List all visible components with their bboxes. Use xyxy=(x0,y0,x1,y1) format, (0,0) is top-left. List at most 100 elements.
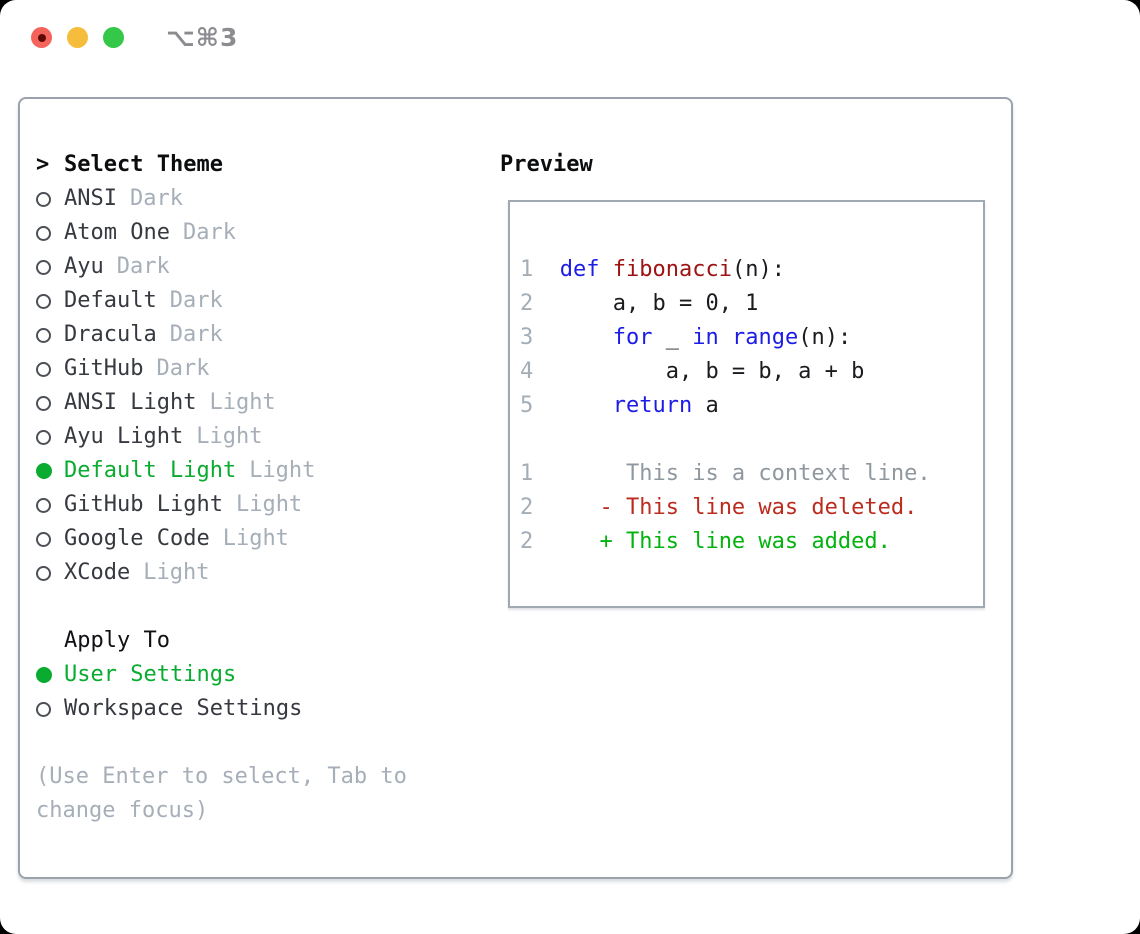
diff-line-added: 2 + This line was added. xyxy=(520,525,983,559)
theme-option-ayu-light[interactable]: Ayu Light Light xyxy=(36,420,486,454)
theme-variant-tag: Dark xyxy=(182,220,236,245)
code-token: def xyxy=(559,257,600,282)
theme-variant-tag: Dark xyxy=(156,356,210,381)
theme-option-ayu[interactable]: Ayu Dark xyxy=(36,250,486,284)
theme-variant-tag: Light xyxy=(222,526,289,551)
line-number: 2 xyxy=(520,291,534,316)
theme-option-label: Default Light xyxy=(64,458,237,483)
theme-option-label: Ayu xyxy=(64,254,104,279)
theme-variant-tag: Light xyxy=(235,492,303,517)
code-token: in xyxy=(692,325,719,350)
prompt-caret-icon: > xyxy=(36,152,50,177)
theme-option-atom-one[interactable]: Atom One Dark xyxy=(36,216,486,250)
theme-variant-tag: Light xyxy=(209,390,276,415)
diff-line-context: 1 This is a context line. xyxy=(520,457,983,491)
line-number: 2 xyxy=(520,495,534,520)
diff-preview: 1 This is a context line.2 - This line w… xyxy=(520,457,983,559)
radio-icon xyxy=(36,701,51,717)
theme-option-default[interactable]: Default Dark xyxy=(36,284,486,318)
radio-icon xyxy=(36,259,51,275)
code-token xyxy=(560,325,613,350)
line-number: 4 xyxy=(520,359,534,384)
radio-selected-icon xyxy=(36,463,52,479)
unsaved-dot-icon xyxy=(37,33,46,42)
line-number: 5 xyxy=(520,393,534,418)
code-token: return xyxy=(612,393,693,418)
spacer xyxy=(36,590,486,624)
theme-option-label: XCode xyxy=(64,560,131,585)
code-token xyxy=(719,325,732,350)
code-token: a, b = b, a + b xyxy=(559,359,865,384)
code-token xyxy=(600,257,613,282)
theme-variant-tag: Light xyxy=(196,424,263,449)
theme-variant-tag: Dark xyxy=(129,186,183,211)
apply-to-header: Apply To xyxy=(36,624,486,658)
theme-option-ansi-light[interactable]: ANSI Light Light xyxy=(36,386,486,420)
theme-variant-tag: Dark xyxy=(169,322,223,347)
radio-icon xyxy=(36,191,51,207)
code-token: (n): xyxy=(731,257,785,282)
minimize-button[interactable] xyxy=(67,27,88,48)
code-token: (n): xyxy=(798,325,852,350)
theme-option-label: Dracula xyxy=(64,322,157,347)
theme-variant-tag: Dark xyxy=(116,254,170,279)
code-line: 2 a, b = 0, 1 xyxy=(520,287,983,321)
code-line: 3 for _ in range(n): xyxy=(520,321,983,355)
apply-option-label: User Settings xyxy=(64,662,237,687)
close-button[interactable] xyxy=(31,27,52,48)
code-line: 5 return a xyxy=(520,389,983,423)
diff-text: + This line was added. xyxy=(559,529,891,554)
theme-option-label: Atom One xyxy=(64,220,170,245)
apply-option-workspace-settings[interactable]: Workspace Settings xyxy=(36,692,486,726)
radio-icon xyxy=(36,429,51,445)
theme-option-default-light[interactable]: Default Light Light xyxy=(36,454,486,488)
line-number: 3 xyxy=(520,325,534,350)
code-token: fibonacci xyxy=(612,257,732,282)
zoom-button[interactable] xyxy=(103,27,124,48)
theme-option-github[interactable]: GitHub Dark xyxy=(36,352,486,386)
code-token: _ xyxy=(652,325,693,350)
apply-to-title: Apply To xyxy=(64,628,170,653)
line-number: 2 xyxy=(520,529,534,554)
theme-variant-tag: Dark xyxy=(169,288,223,313)
apply-option-user-settings[interactable]: User Settings xyxy=(36,658,486,692)
radio-icon xyxy=(36,225,51,241)
theme-option-label: ANSI xyxy=(64,186,117,211)
code-token: for xyxy=(612,325,653,350)
theme-option-label: GitHub xyxy=(64,356,144,381)
diff-text: This is a context line. xyxy=(559,461,931,486)
theme-variant-tag: Light xyxy=(249,458,316,483)
theme-option-label: Default xyxy=(64,288,157,313)
code-line: 1 def fibonacci(n): xyxy=(520,253,983,287)
radio-icon xyxy=(36,395,51,411)
theme-option-label: Ayu Light xyxy=(64,424,184,449)
preview-title: Preview xyxy=(500,152,593,177)
theme-option-label: ANSI Light xyxy=(64,390,197,415)
keyboard-hint: (Use Enter to select, Tab to change focu… xyxy=(36,764,407,823)
radio-icon xyxy=(36,497,51,513)
window-shortcut-label: ⌥⌘3 xyxy=(166,23,239,52)
code-line: 4 a, b = b, a + b xyxy=(520,355,983,389)
theme-option-ansi[interactable]: ANSI Dark xyxy=(36,182,486,216)
code-token: a, b = 0, 1 xyxy=(559,291,759,316)
diff-line-deleted: 2 - This line was deleted. xyxy=(520,491,983,525)
code-token xyxy=(560,393,613,418)
select-theme-title: Select Theme xyxy=(64,152,223,177)
theme-option-github-light[interactable]: GitHub Light Light xyxy=(36,488,486,522)
radio-icon xyxy=(36,293,51,309)
theme-option-dracula[interactable]: Dracula Dark xyxy=(36,318,486,352)
apply-option-label: Workspace Settings xyxy=(64,696,303,721)
radio-icon xyxy=(36,531,51,547)
theme-variant-tag: Light xyxy=(143,560,210,585)
theme-option-label: GitHub Light xyxy=(64,492,223,517)
theme-option-xcode[interactable]: XCode Light xyxy=(36,556,486,590)
